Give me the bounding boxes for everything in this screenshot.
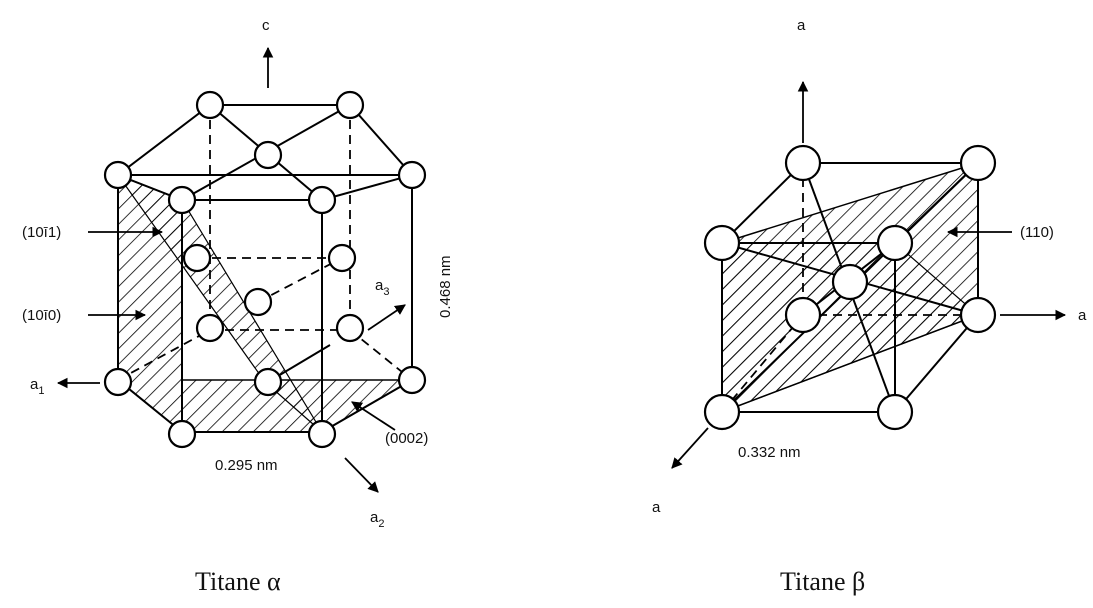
- atom: [253, 367, 283, 397]
- atom: [784, 144, 822, 182]
- plane-1010-label: (10ī0): [22, 307, 61, 324]
- atom: [876, 224, 914, 262]
- atom: [784, 296, 822, 334]
- atom: [327, 243, 357, 273]
- atom: [167, 419, 197, 449]
- plane-110-label: (110): [1020, 224, 1054, 241]
- atom: [182, 243, 212, 273]
- atom: [103, 160, 133, 190]
- atom: [167, 185, 197, 215]
- dimension-a-label: 0.332 nm: [738, 444, 801, 461]
- atom: [243, 287, 273, 317]
- beta-labels: (110) 0.332 nm: [738, 224, 1054, 461]
- atom: [959, 296, 997, 334]
- plane-0002-label: (0002): [385, 430, 428, 447]
- axis-a-top-label: a: [797, 17, 806, 34]
- atom: [253, 140, 283, 170]
- atom: [335, 313, 365, 343]
- atom: [703, 224, 741, 262]
- axis-a1-label: a1: [30, 376, 44, 397]
- hcp-unit-cell: [103, 90, 427, 449]
- atom: [959, 144, 997, 182]
- atom: [831, 263, 869, 301]
- atom: [876, 393, 914, 431]
- caption-beta: Titane β: [780, 567, 865, 596]
- atom: [703, 393, 741, 431]
- atom: [397, 160, 427, 190]
- atom: [195, 313, 225, 343]
- axis-a-right-label: a: [1078, 307, 1087, 324]
- plane-1011-label: (10ī1): [22, 224, 61, 241]
- atom: [307, 185, 337, 215]
- axis-c-label: c: [262, 17, 270, 34]
- atom: [103, 367, 133, 397]
- axis-a3-label: a3: [375, 277, 389, 298]
- atom: [397, 365, 427, 395]
- caption-alpha: Titane α: [195, 567, 281, 596]
- axis-a-bottom-label: a: [652, 499, 661, 516]
- atom: [195, 90, 225, 120]
- bcc-unit-cell: [703, 144, 997, 431]
- atom: [307, 419, 337, 449]
- dimension-a-label: 0.295 nm: [215, 457, 278, 474]
- alpha-labels: (10ī1) (10ī0) (0002) 0.468 nm 0.295 nm: [22, 224, 454, 474]
- beta-axes: a a a: [652, 17, 1087, 516]
- alpha-axes: c a1 a2 a3: [30, 17, 406, 530]
- atom: [335, 90, 365, 120]
- dimension-c-label: 0.468 nm: [437, 255, 454, 318]
- axis-a2-label: a2: [370, 509, 384, 530]
